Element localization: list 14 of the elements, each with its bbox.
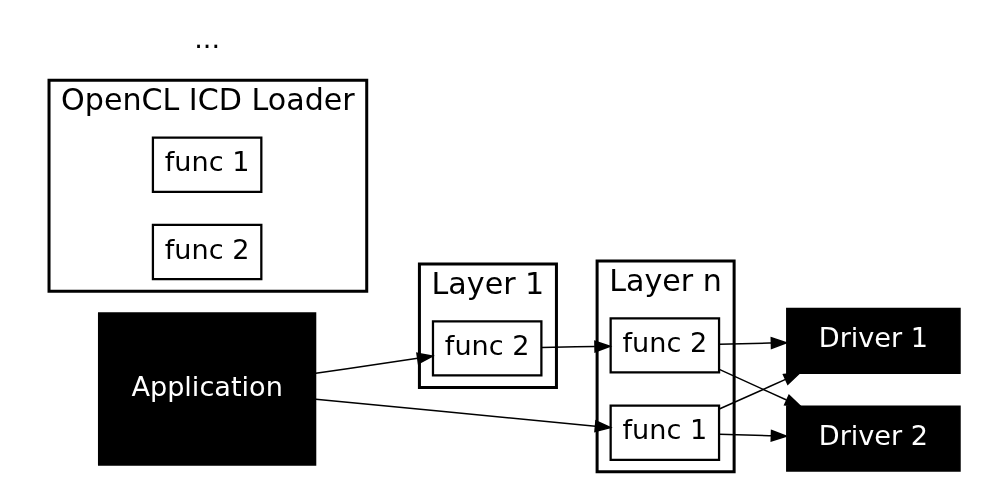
arrow: [314, 352, 435, 375]
node-box: Driver 1: [785, 307, 961, 374]
arrow: [540, 340, 612, 353]
arrow: [718, 429, 789, 443]
node-box: func 2: [151, 223, 262, 281]
node-box: func 1: [609, 404, 720, 461]
node-box: func 1: [151, 136, 262, 193]
node-box: Application: [97, 312, 316, 466]
node-box: func 2: [431, 320, 542, 377]
node-box: func 2: [609, 317, 720, 374]
label: ...: [193, 22, 220, 54]
arrow: [718, 336, 789, 350]
arrow: [314, 398, 613, 433]
node-box: Driver 2: [785, 405, 961, 472]
